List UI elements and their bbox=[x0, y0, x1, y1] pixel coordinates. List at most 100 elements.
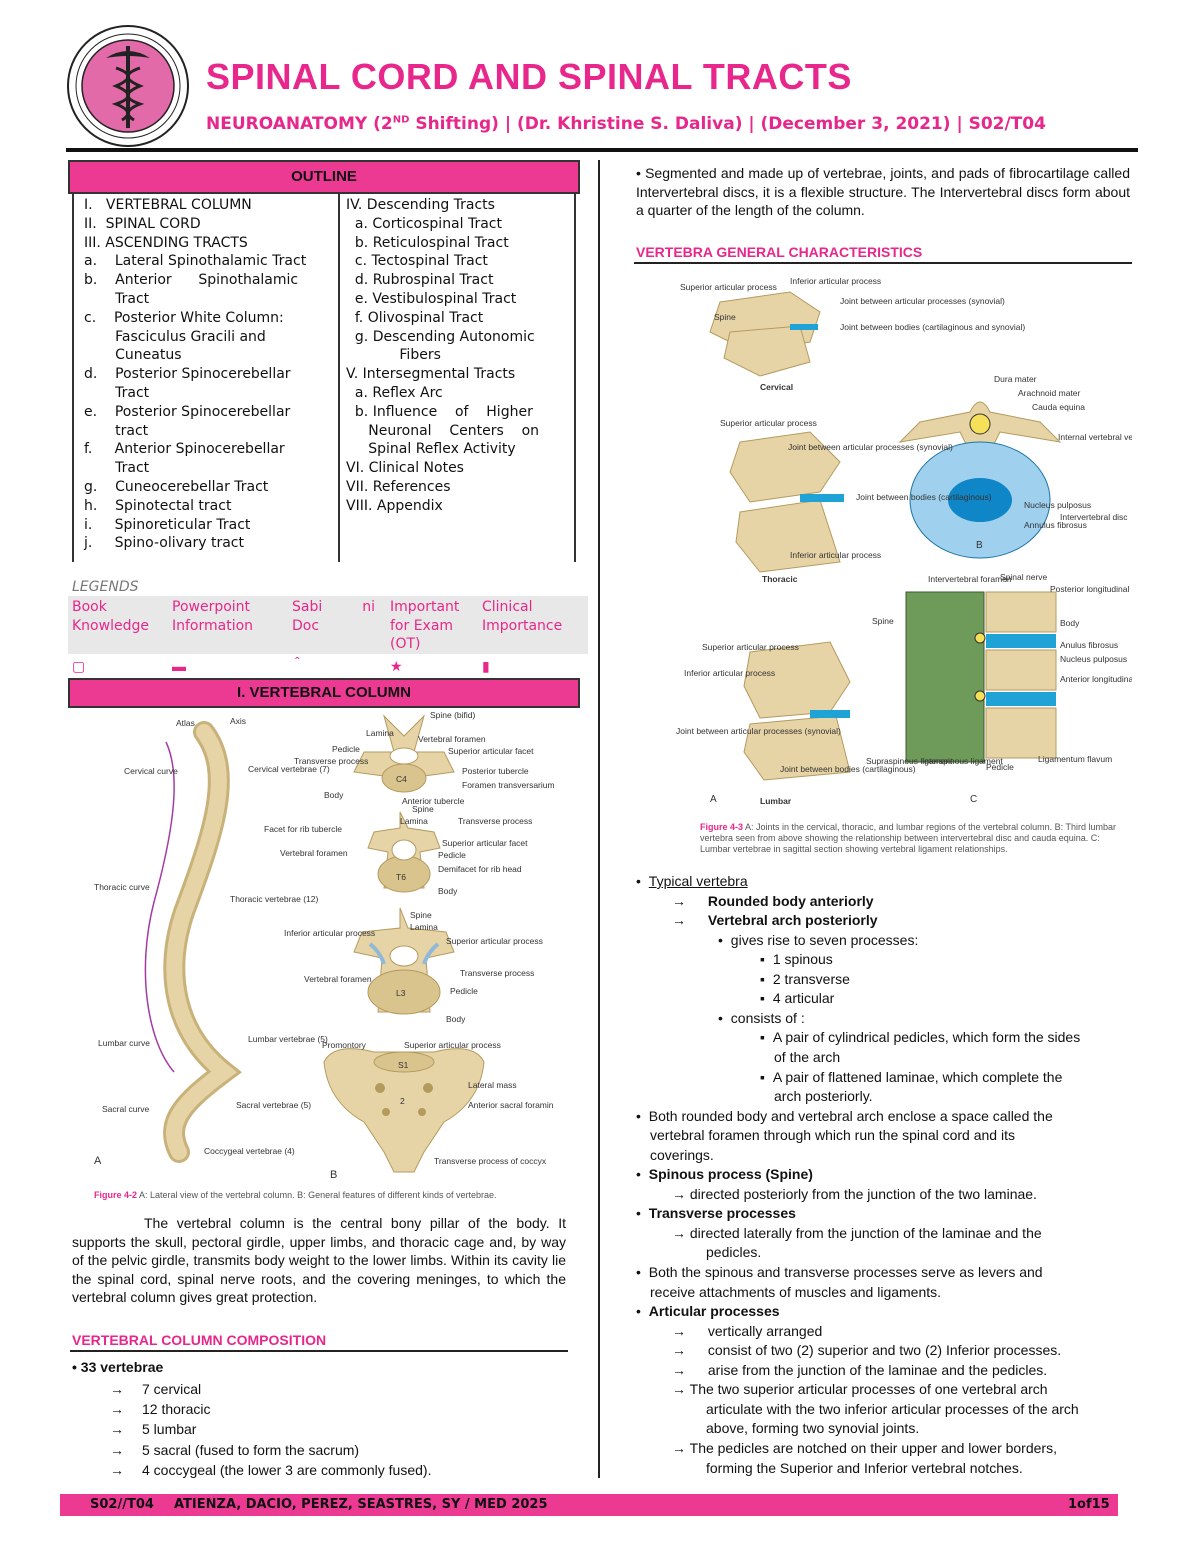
svg-text:Body: Body bbox=[324, 790, 344, 800]
svg-text:Axis: Axis bbox=[230, 716, 246, 726]
svg-text:B: B bbox=[976, 540, 983, 551]
svg-text:Joint between bodies (cartilag: Joint between bodies (cartilaginous) bbox=[856, 492, 992, 502]
svg-text:Vertebral foramen: Vertebral foramen bbox=[418, 734, 486, 744]
svg-text:Demifacet for rib head: Demifacet for rib head bbox=[438, 864, 522, 874]
outline-item: e. Vestibulospinal Tract bbox=[346, 290, 517, 307]
footer-code: S02//T04 bbox=[90, 1497, 154, 1512]
arrow-icon: → bbox=[110, 1401, 124, 1418]
characteristic-line: pedicles. bbox=[706, 1244, 762, 1261]
outline-item: c. Tectospinal Tract bbox=[346, 253, 488, 270]
svg-text:B: B bbox=[330, 1169, 337, 1181]
sacrum: S1 2 bbox=[323, 1048, 485, 1173]
outline-box bbox=[72, 194, 576, 562]
outline-item: Fasciculus Gracili and bbox=[84, 328, 266, 345]
general-characteristics-rule bbox=[634, 262, 1132, 264]
vertebra-t6: T6 bbox=[367, 811, 441, 893]
characteristic-line: • gives rise to seven processes: bbox=[718, 931, 919, 948]
arrow-icon: → bbox=[110, 1461, 124, 1478]
characteristic-line: coverings. bbox=[650, 1146, 714, 1163]
svg-text:Nucleus pulposus: Nucleus pulposus bbox=[1060, 654, 1127, 664]
svg-text:Superior articular facet: Superior articular facet bbox=[448, 746, 534, 756]
bullet-icon: • bbox=[636, 1264, 645, 1280]
svg-text:Sacral vertebrae (5): Sacral vertebrae (5) bbox=[236, 1100, 311, 1110]
outline-item: a. Reflex Arc bbox=[346, 384, 443, 401]
characteristic-line: • consists of : bbox=[718, 1009, 805, 1026]
cervical-joint bbox=[709, 291, 821, 377]
svg-text:Dura mater: Dura mater bbox=[994, 374, 1037, 384]
svg-text:Posterior longitudinal ligamen: Posterior longitudinal ligament bbox=[1050, 584, 1132, 594]
outline-item: b. Anterior Spinothalamic bbox=[84, 272, 299, 289]
svg-text:Joint between articular proces: Joint between articular processes (synov… bbox=[840, 296, 1005, 306]
svg-text:Thoracic curve: Thoracic curve bbox=[94, 882, 150, 892]
outline-header: OUTLINE bbox=[68, 160, 580, 194]
svg-text:A: A bbox=[710, 794, 717, 805]
outline-item: Neuronal Centers on bbox=[346, 422, 540, 439]
legend-powerpoint: Powerpoint Information bbox=[172, 599, 254, 634]
composition-item: 4 coccygeal (the lower 3 are commonly fu… bbox=[142, 1461, 432, 1478]
svg-text:Transverse process of coccyx: Transverse process of coccyx bbox=[434, 1156, 547, 1166]
svg-text:Promontory: Promontory bbox=[322, 1040, 367, 1050]
outline-item: Tract bbox=[84, 290, 150, 307]
figure-4-2: Atlas Axis Cervical curve Cervical verte… bbox=[94, 712, 554, 1181]
characteristic-line: → Rounded body anteriorly bbox=[672, 892, 874, 909]
characteristic-line: forming the Superior and Inferior verteb… bbox=[706, 1459, 1023, 1476]
svg-text:Lamina: Lamina bbox=[410, 922, 438, 932]
bullet-icon: • bbox=[636, 1166, 645, 1183]
legend-sabi-ni-doc: Sabi ni Doc bbox=[292, 599, 376, 634]
characteristic-line: • Typical vertebra bbox=[636, 873, 748, 889]
svg-text:Body: Body bbox=[446, 1014, 466, 1024]
thoracic-joint bbox=[729, 431, 844, 573]
characteristic-line: ▪ 4 articular bbox=[760, 990, 835, 1007]
svg-text:Pedicle: Pedicle bbox=[438, 850, 466, 860]
characteristic-line: of the arch bbox=[774, 1048, 841, 1065]
svg-text:Spine: Spine bbox=[410, 910, 432, 920]
outline-item: f. Olivospinal Tract bbox=[346, 309, 484, 326]
svg-text:Joint between articular proces: Joint between articular processes (synov… bbox=[676, 726, 841, 736]
svg-text:Arachnoid mater: Arachnoid mater bbox=[1018, 388, 1081, 398]
characteristic-line: arch posteriorly. bbox=[774, 1088, 873, 1105]
legend-clinical: Clinical Importance bbox=[482, 599, 563, 634]
characteristic-line: → The pedicles are notched on their uppe… bbox=[672, 1439, 1057, 1456]
svg-text:Nucleus pulposus: Nucleus pulposus bbox=[1024, 500, 1091, 510]
section-vertebral-column-header: I. VERTEBRAL COLUMN bbox=[68, 678, 580, 708]
column-divider bbox=[598, 160, 600, 1478]
svg-text:Cervical curve: Cervical curve bbox=[124, 766, 178, 776]
characteristic-line: ▪ A pair of cylindrical pedicles, which … bbox=[760, 1029, 1081, 1046]
vertebra-l3: L3 bbox=[353, 907, 455, 1015]
outline-item: Fibers bbox=[346, 347, 441, 364]
svg-text:Body: Body bbox=[438, 886, 458, 896]
svg-text:Cervical: Cervical bbox=[760, 382, 793, 392]
outline-item: III. ASCENDING TRACTS bbox=[84, 234, 248, 251]
svg-text:Thoracic vertebrae (12): Thoracic vertebrae (12) bbox=[230, 894, 319, 904]
characteristic-line: receive attachments of muscles and ligam… bbox=[650, 1283, 942, 1300]
svg-text:Spine: Spine bbox=[412, 804, 434, 814]
svg-text:2: 2 bbox=[400, 1096, 405, 1106]
svg-text:Transverse process: Transverse process bbox=[458, 816, 532, 826]
outline-item: IV. Descending Tracts bbox=[346, 197, 495, 213]
legends-label: LEGENDS bbox=[72, 579, 139, 595]
svg-text:A: A bbox=[94, 1155, 102, 1167]
bullet-icon: ▪ bbox=[760, 990, 769, 1007]
svg-text:Lumbar curve: Lumbar curve bbox=[98, 1038, 150, 1048]
page-title: SPINAL CORD AND SPINAL TRACTS bbox=[206, 56, 852, 97]
arrow-icon: → bbox=[672, 912, 690, 929]
legends-row bbox=[68, 596, 588, 654]
outline-item: tract bbox=[84, 422, 149, 439]
book-icon: ▢ bbox=[72, 658, 86, 674]
svg-text:Inferior articular process: Inferior articular process bbox=[790, 550, 881, 560]
characteristic-line: → vertically arranged bbox=[672, 1322, 823, 1339]
outline-divider bbox=[338, 194, 340, 562]
svg-text:Lumbar: Lumbar bbox=[760, 796, 792, 806]
arrow-icon: → bbox=[672, 1361, 690, 1378]
svg-text:Transverse process: Transverse process bbox=[460, 968, 534, 978]
svg-text:Annulus fibrosus: Annulus fibrosus bbox=[1024, 520, 1087, 530]
outline-item: d. Posterior Spinocerebellar bbox=[84, 366, 291, 383]
svg-text:Body: Body bbox=[1060, 618, 1080, 628]
outline-item: V. Intersegmental Tracts bbox=[346, 366, 516, 383]
svg-text:Coccygeal vertebrae (4): Coccygeal vertebrae (4) bbox=[204, 1146, 295, 1156]
outline-item: j. Spino-olivary tract bbox=[84, 535, 244, 552]
outline-item: e. Posterior Spinocerebellar bbox=[84, 403, 291, 420]
page-subtitle: NEUROANATOMY (2ND Shifting) | (Dr. Khris… bbox=[206, 114, 1046, 134]
svg-text:Ligamentum flavum: Ligamentum flavum bbox=[1038, 754, 1112, 764]
characteristic-line: ▪ 2 transverse bbox=[760, 970, 850, 987]
